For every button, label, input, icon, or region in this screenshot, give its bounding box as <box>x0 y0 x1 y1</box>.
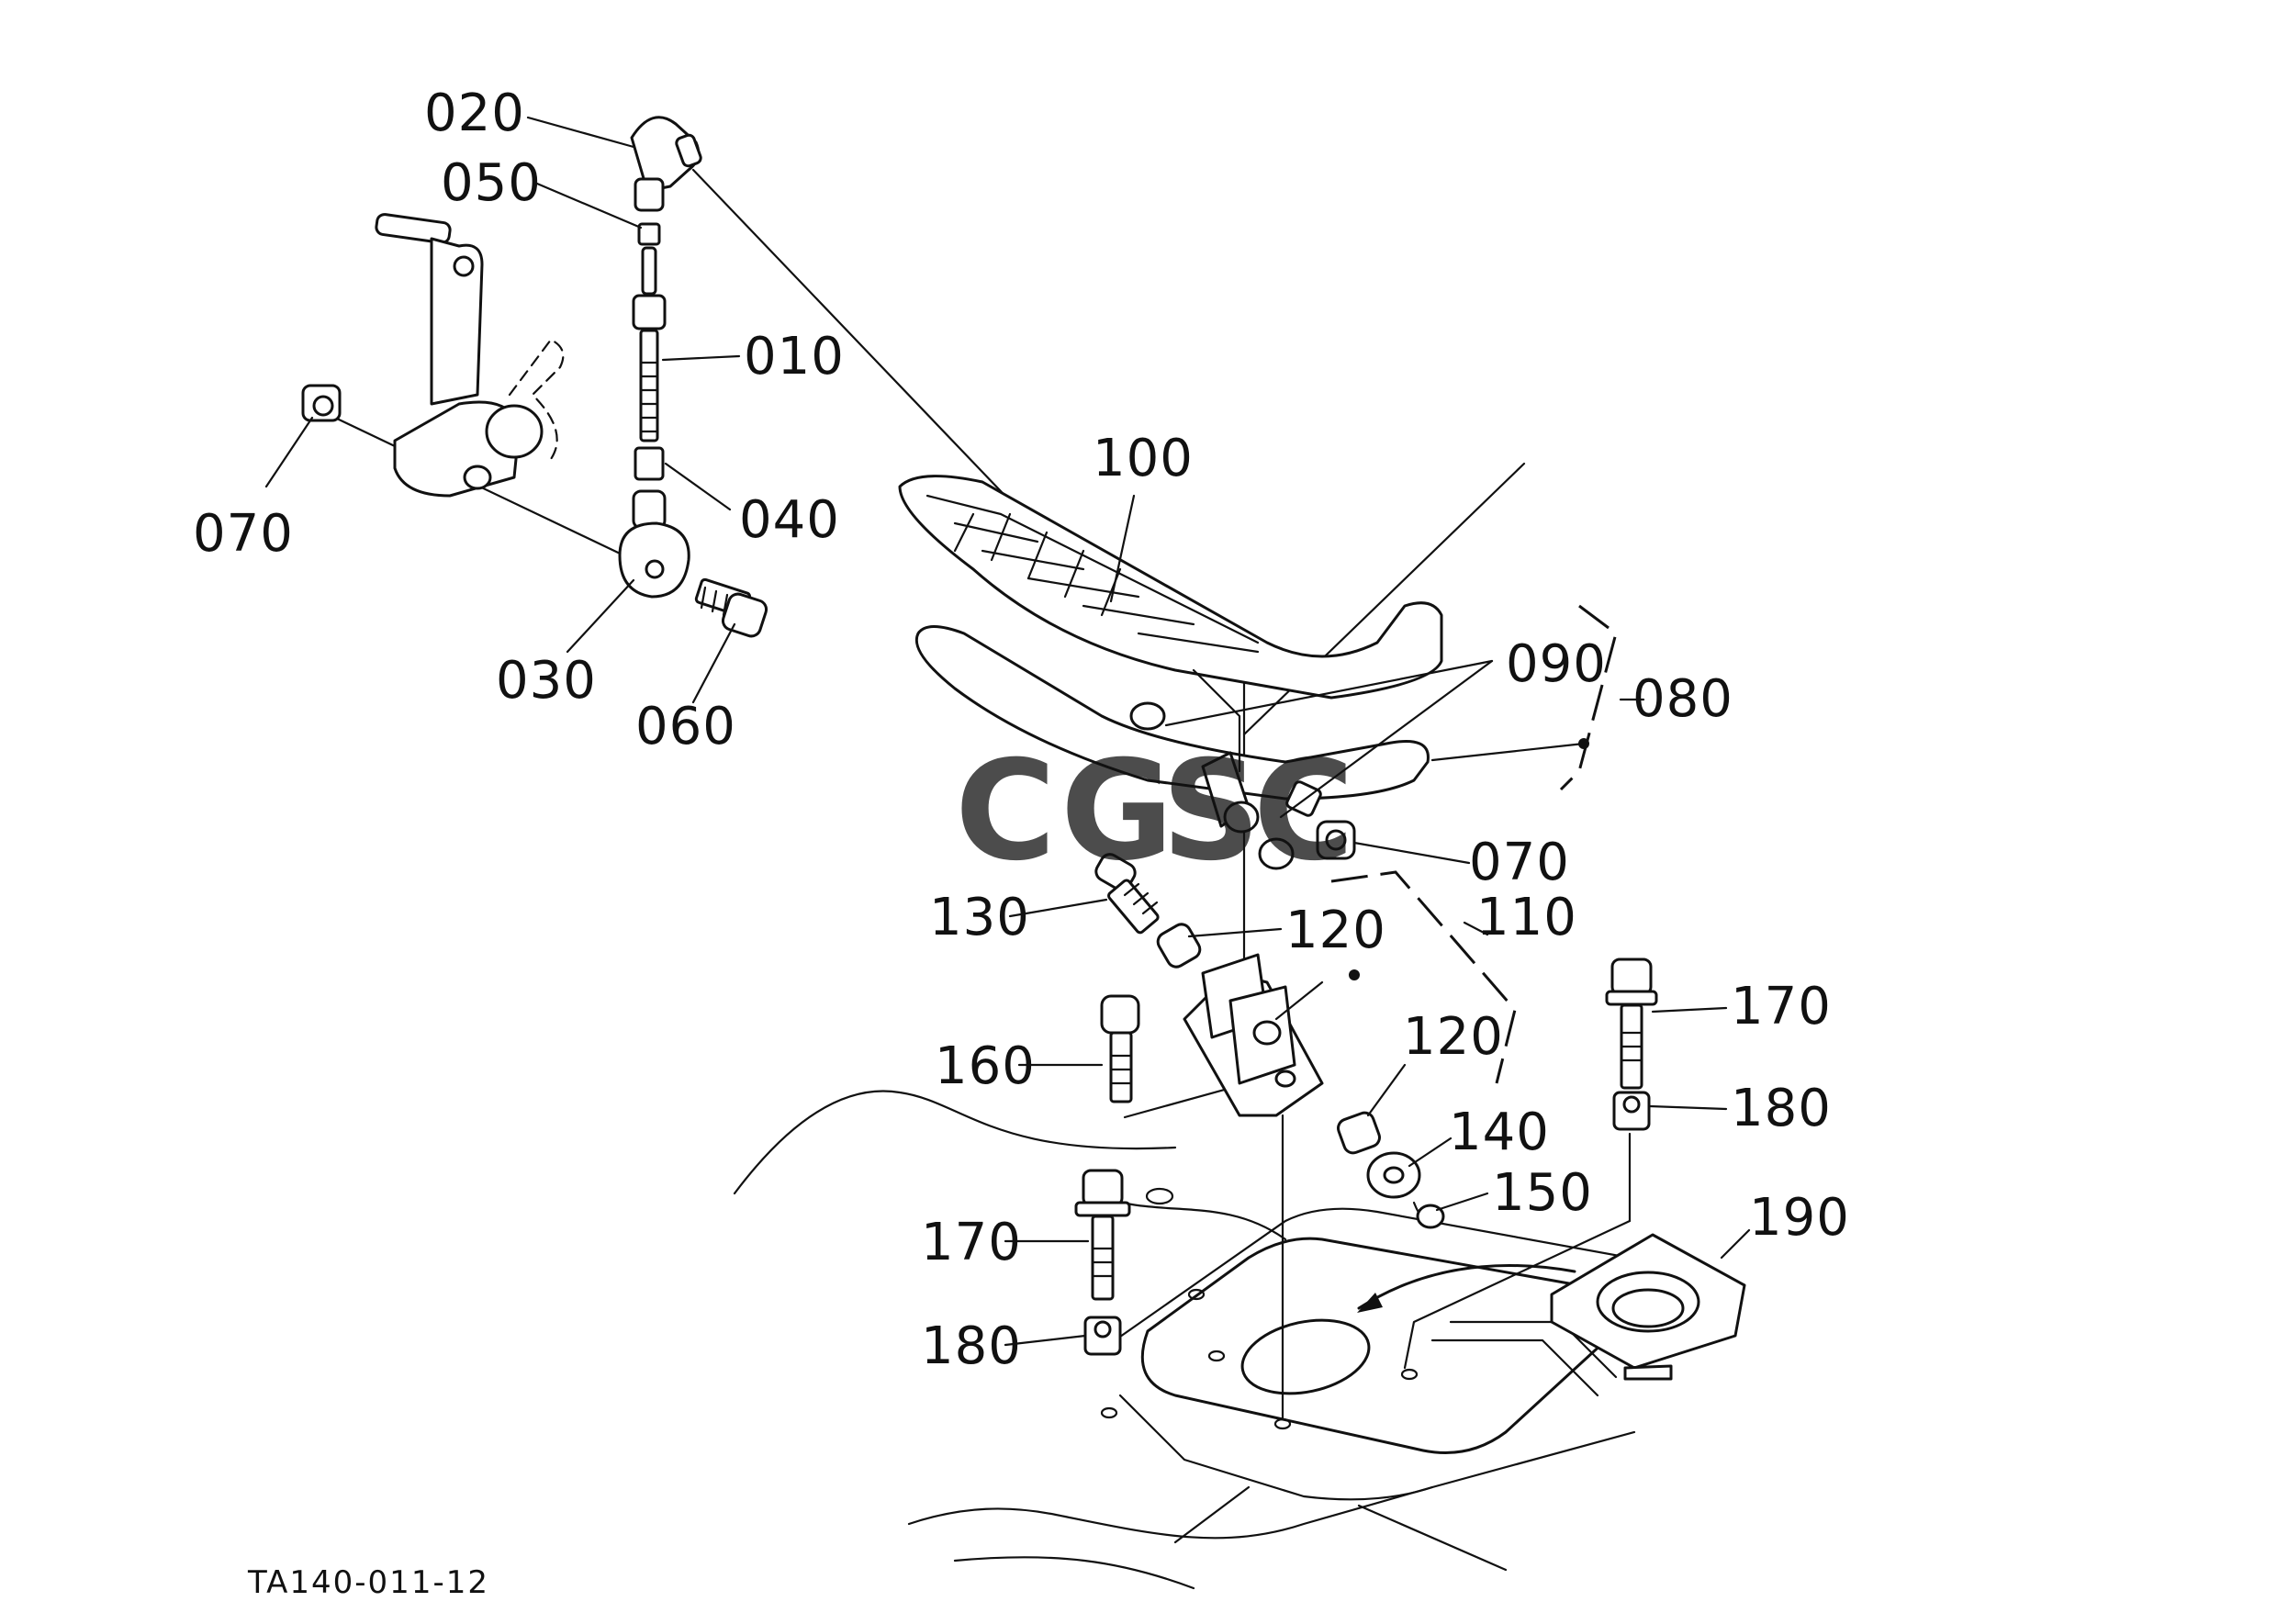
drawing-code: TA140-011-12 <box>247 1564 489 1601</box>
label-180-right: 180 <box>1731 1079 1832 1138</box>
cover-190 <box>1550 1233 1746 1381</box>
nut-040-shape <box>634 446 665 481</box>
label-160: 160 <box>935 1036 1036 1096</box>
label-040: 040 <box>739 490 840 550</box>
label-170-left: 170 <box>921 1213 1022 1272</box>
label-120-lower: 120 <box>1403 1007 1504 1067</box>
label-070-left: 070 <box>193 504 294 564</box>
watermark-logo: C G S C <box>955 732 1354 891</box>
label-030: 030 <box>496 651 597 711</box>
label-060: 060 <box>635 697 736 756</box>
lever-arm <box>301 213 565 498</box>
watermark-letter-2: G <box>1060 732 1173 891</box>
watermark-letter-3: S <box>1161 732 1261 891</box>
callout-leaders <box>264 116 1751 1347</box>
label-020: 020 <box>424 84 525 143</box>
label-110: 110 <box>1476 888 1577 947</box>
bracket-080-shape <box>914 625 1430 801</box>
label-180-left: 180 <box>921 1316 1022 1376</box>
label-140: 140 <box>1449 1103 1550 1162</box>
pivot-bracket-group <box>1094 853 1445 1229</box>
label-170-right: 170 <box>1731 977 1832 1036</box>
group-brackets <box>1330 604 1618 1084</box>
nut-050-shape <box>637 222 661 246</box>
fasteners <box>1074 958 1658 1356</box>
watermark-letter-4: C <box>1253 732 1354 891</box>
label-050: 050 <box>441 153 542 213</box>
rod-assembly <box>618 116 768 638</box>
label-190: 190 <box>1749 1188 1850 1248</box>
pedal-assembly <box>898 475 1443 870</box>
label-080: 080 <box>1632 669 1733 729</box>
label-130: 130 <box>929 888 1030 947</box>
label-010: 010 <box>744 327 845 386</box>
label-070-right: 070 <box>1469 833 1570 892</box>
label-120-upper: 120 <box>1285 901 1386 960</box>
label-100: 100 <box>1093 429 1194 488</box>
part-labels: 020 050 010 070 040 030 060 100 090 080 … <box>193 84 1850 1376</box>
label-090: 090 <box>1506 634 1607 694</box>
label-150: 150 <box>1492 1163 1593 1223</box>
bolt-090-shape <box>1129 701 1166 731</box>
watermark-letter-1: C <box>955 732 1056 891</box>
